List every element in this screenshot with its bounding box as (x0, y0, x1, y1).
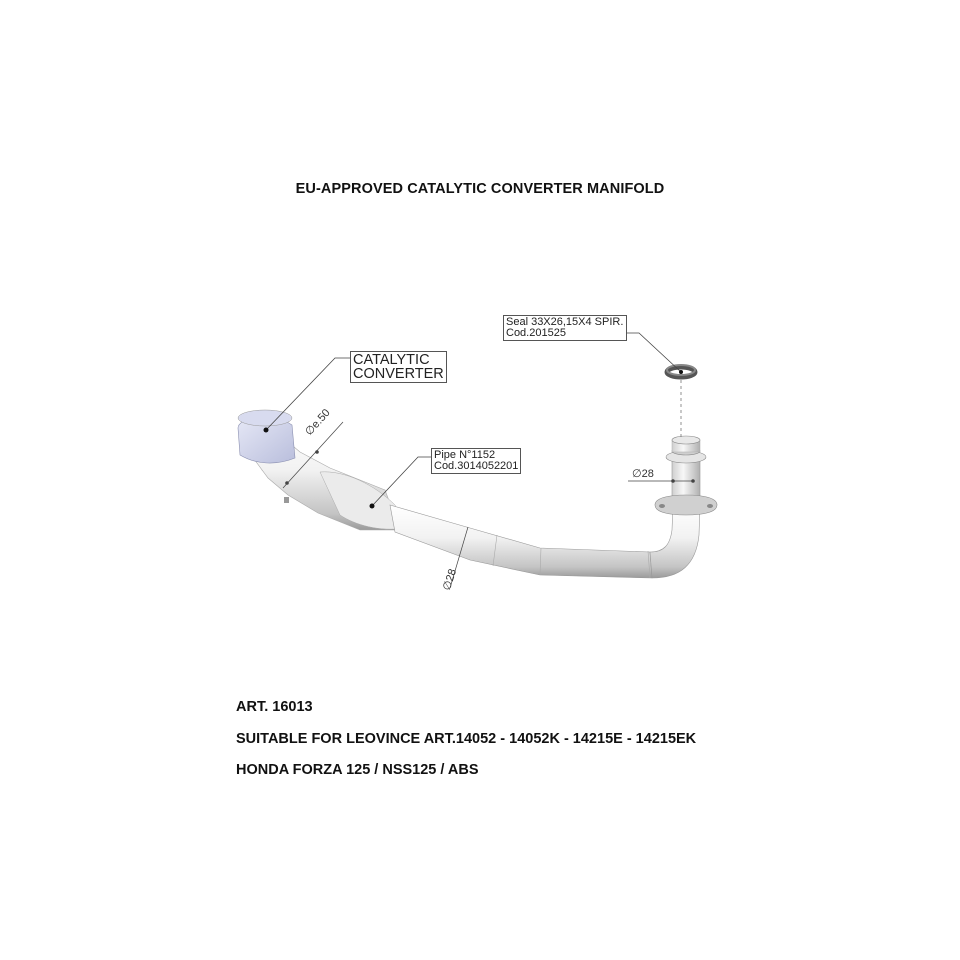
seal-callout: Seal 33X26,15X4 SPIR. Cod.201525 (503, 315, 627, 341)
pipe-code: Cod.3014052201 (434, 460, 519, 472)
pipe-number: Pipe N°1152 (434, 449, 496, 461)
leader-lines (265, 332, 682, 507)
seal-ring (664, 364, 698, 380)
page-title: EU-APPROVED CATALYTIC CONVERTER MANIFOLD (295, 181, 665, 197)
catalytic-line2: CONVERTER (353, 366, 444, 382)
pipe-callout: Pipe N°1152 Cod.3014052201 (431, 448, 522, 474)
seal-spec: Seal 33X26,15X4 SPIR. (506, 316, 624, 328)
exhaust-pipe (237, 409, 718, 579)
compatibility-text: SUITABLE FOR LEOVINCE ART.14052 - 14052K… (236, 731, 697, 747)
vehicle-models: HONDA FORZA 125 / NSS125 / ABS (236, 762, 479, 778)
article-number: ART. 16013 (236, 699, 313, 715)
catalytic-converter-callout: CATALYTIC CONVERTER (350, 351, 447, 383)
seal-code: Cod.201525 (506, 327, 566, 339)
dimension-lines (282, 421, 693, 589)
catalytic-line1: CATALYTIC (353, 352, 430, 368)
flange-diameter-label: ∅28 (632, 468, 654, 480)
